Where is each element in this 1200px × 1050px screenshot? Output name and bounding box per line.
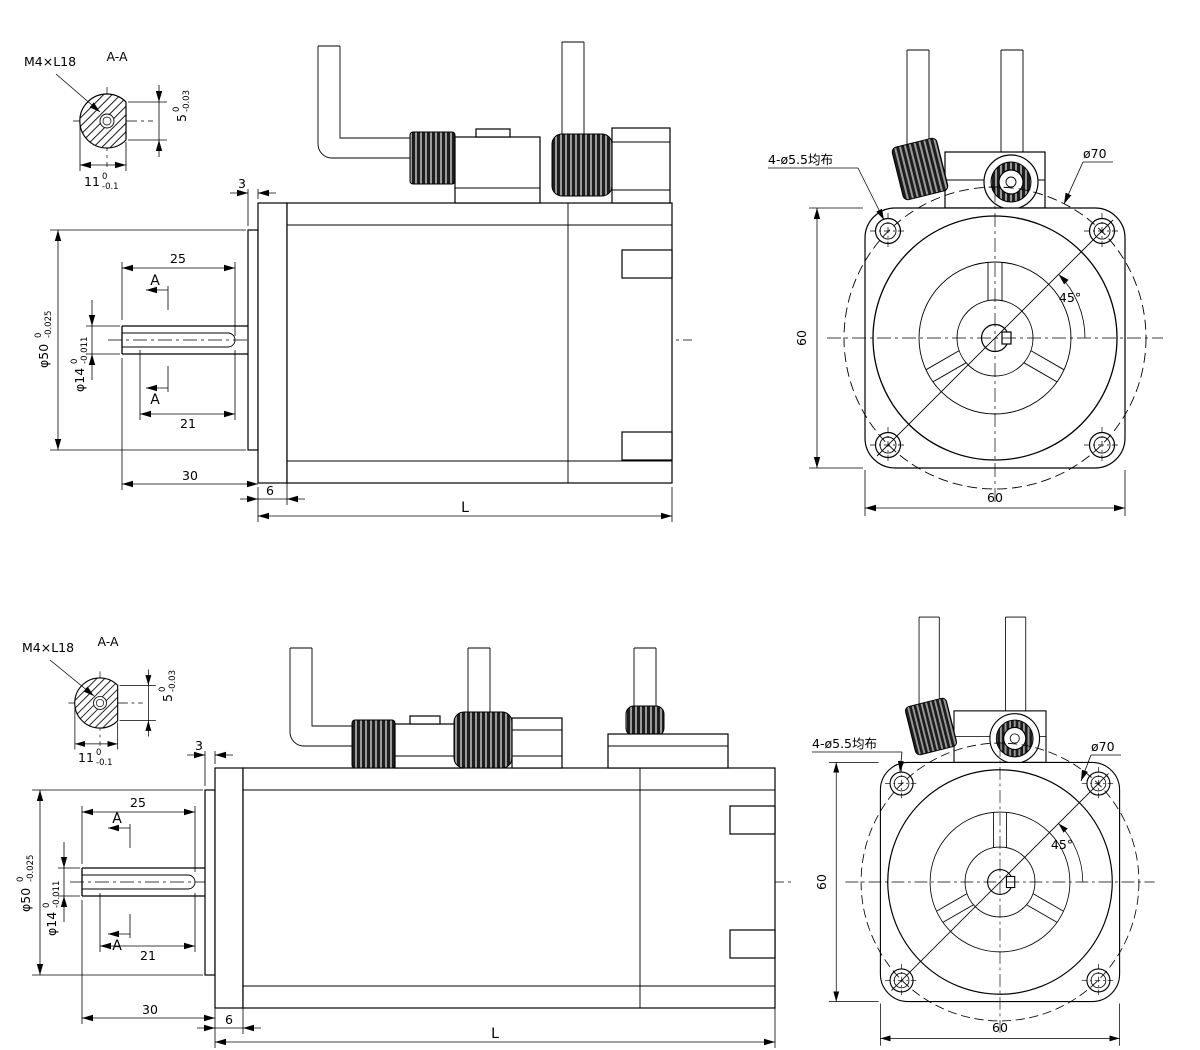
dim-shaftlen-label: 30 bbox=[142, 1002, 158, 1017]
encoder-connector bbox=[453, 647, 563, 769]
mounting-holes-label: 4-ø5.5均布 bbox=[768, 152, 833, 167]
motor-shaft bbox=[121, 325, 248, 355]
cable-grommet bbox=[625, 705, 665, 737]
dim-keystraight-label: 21 bbox=[180, 416, 196, 431]
power-connector bbox=[317, 45, 541, 204]
dim-keylen-label: 25 bbox=[130, 795, 146, 810]
thread-label: M4×L18 bbox=[24, 54, 76, 69]
pilot-tol-lower: -0.025 bbox=[26, 855, 36, 882]
mounting-flange bbox=[257, 202, 288, 484]
encoder-connector bbox=[551, 41, 671, 204]
bolt-circle-label: ø70 bbox=[1083, 146, 1107, 161]
key-width-tol-upper: 0 bbox=[102, 172, 107, 182]
dim-flangethk-label: 6 bbox=[225, 1012, 233, 1027]
cable-boot bbox=[453, 711, 513, 769]
flange-height-label: 60 bbox=[814, 874, 829, 890]
dim-flangethk-label: 6 bbox=[266, 483, 274, 498]
dim-shaft-dia-label: φ14 bbox=[44, 912, 59, 936]
shaft-tol-lower: -0.011 bbox=[80, 337, 90, 364]
key-width-label: 11 bbox=[78, 750, 94, 765]
pilot-tol-upper: 0 bbox=[34, 333, 44, 338]
dim-shaftlen-label: 30 bbox=[182, 468, 198, 483]
key-depth-tol-upper: 0 bbox=[158, 687, 168, 692]
motor-body bbox=[242, 767, 776, 1009]
mounting-flange bbox=[214, 767, 244, 1009]
key-width-tol-lower: -0.1 bbox=[102, 182, 119, 192]
pilot-spigot bbox=[204, 789, 216, 976]
pilot-tol-upper: 0 bbox=[16, 877, 26, 882]
drawing-2: M4×L18 A-A 5 0 -0.03 11 0 -0.1 bbox=[16, 617, 1155, 1048]
dim-spigot-label: 3 bbox=[238, 176, 246, 191]
dim-keystraight-label: 21 bbox=[140, 948, 156, 963]
side-view-2: 3 25 A A 21 30 6 L φ50 0 -0.025 φ14 0 -0… bbox=[16, 647, 795, 1048]
hole-angle-label: 45° bbox=[1059, 290, 1081, 305]
cut-label-top: A bbox=[150, 273, 160, 289]
pilot-spigot bbox=[247, 229, 259, 451]
pilot-tol-lower: -0.025 bbox=[44, 311, 54, 338]
section-view-label: A-A bbox=[106, 49, 128, 64]
thread-label: M4×L18 bbox=[22, 640, 74, 655]
dim-shaft-dia-label: φ14 bbox=[72, 368, 87, 392]
bolt-circle-label: ø70 bbox=[1091, 739, 1115, 754]
key-width-label: 11 bbox=[84, 174, 100, 189]
dim-pilot-dia-label: φ50 bbox=[18, 888, 33, 912]
dim-length-label: L bbox=[491, 1026, 499, 1042]
front-view-2: 4-ø5.5均布 ø70 45° 60 60 bbox=[812, 617, 1155, 1046]
brake-connector bbox=[607, 647, 729, 769]
cut-label-top: A bbox=[112, 811, 122, 827]
side-dimensions bbox=[50, 189, 673, 522]
side-dimensions bbox=[32, 751, 776, 1048]
shaft-tol-upper: 0 bbox=[70, 359, 80, 364]
key-width-tol-upper: 0 bbox=[96, 748, 101, 758]
key-depth-label: 5 bbox=[160, 694, 175, 702]
key-depth-tol-upper: 0 bbox=[172, 107, 182, 112]
hole-angle-label: 45° bbox=[1051, 837, 1073, 852]
dim-spigot-label: 3 bbox=[195, 738, 203, 753]
motor-shaft bbox=[81, 867, 205, 897]
cable-boot bbox=[551, 133, 613, 197]
key-depth-label: 5 bbox=[174, 114, 189, 122]
flange-width-label: 60 bbox=[992, 1020, 1008, 1035]
section-view-label: A-A bbox=[97, 634, 119, 649]
cut-label-bottom: A bbox=[112, 938, 122, 954]
flange-height-label: 60 bbox=[794, 330, 809, 346]
dim-keylen-label: 25 bbox=[170, 251, 186, 266]
drawing-1: M4×L18 A-A 5 0 -0.03 11 0 -0.1 bbox=[24, 41, 1163, 522]
power-connector bbox=[289, 647, 464, 769]
side-view-1: 3 25 A A 21 30 6 L φ50 0 -0.025 φ14 0 -0… bbox=[34, 41, 692, 522]
section-view-2: M4×L18 A-A 5 0 -0.03 11 0 -0.1 bbox=[22, 634, 178, 768]
flange-width-label: 60 bbox=[987, 490, 1003, 505]
cable-gland bbox=[409, 131, 456, 185]
section-view-1: M4×L18 A-A 5 0 -0.03 11 0 -0.1 bbox=[24, 49, 192, 192]
dim-length-label: L bbox=[461, 500, 469, 516]
cable-gland bbox=[351, 719, 396, 769]
shaft-tol-lower: -0.011 bbox=[52, 881, 62, 908]
key-depth-tol-lower: -0.03 bbox=[168, 670, 178, 692]
shaft-tol-upper: 0 bbox=[42, 903, 52, 908]
key-width-tol-lower: -0.1 bbox=[96, 758, 113, 768]
front-view-1: 4-ø5.5均布 ø70 45° 60 60 bbox=[768, 50, 1163, 516]
dim-pilot-dia-label: φ50 bbox=[36, 344, 51, 368]
motor-body bbox=[286, 202, 673, 484]
cut-label-bottom: A bbox=[150, 392, 160, 408]
mounting-holes-label: 4-ø5.5均布 bbox=[812, 736, 877, 751]
key-depth-tol-lower: -0.03 bbox=[182, 90, 192, 112]
